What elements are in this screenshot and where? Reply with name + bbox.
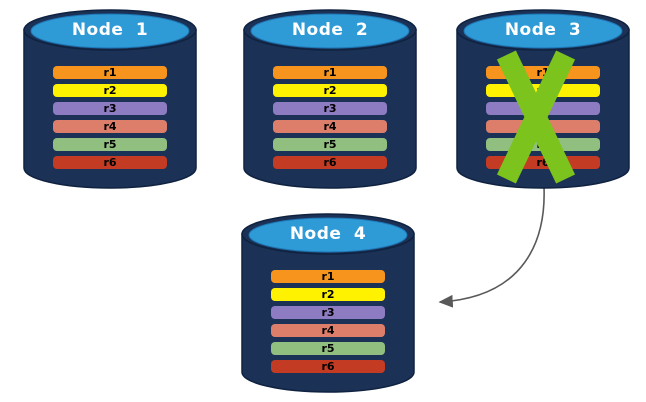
node-2: Node 2 r1 r2 r3 r4 r5 r6: [242, 8, 418, 190]
record-r5: r5: [273, 138, 387, 151]
record-r6: r6: [273, 156, 387, 169]
record-r6: r6: [53, 156, 167, 169]
failed-node-x-icon: [496, 50, 576, 184]
record-r4: r4: [271, 324, 385, 337]
record-r3: r3: [53, 102, 167, 115]
record-r4: r4: [53, 120, 167, 133]
record-r2: r2: [53, 84, 167, 97]
x-stroke: [496, 50, 576, 184]
record-r6: r6: [271, 360, 385, 373]
node-title: Node 1: [71, 20, 149, 40]
records-list: r1 r2 r3 r4 r5 r6: [271, 270, 385, 378]
record-r1: r1: [271, 270, 385, 283]
cylinder-top-face: [250, 13, 410, 49]
cylinder-top-face: [248, 217, 408, 253]
node-title: Node 3: [504, 20, 582, 40]
node-3: Node 3 r1 r2 r3 r4 r5 r6: [455, 8, 631, 190]
cylinder-top-face: [30, 13, 190, 49]
node-title: Node 2: [291, 20, 369, 40]
cylinder-top-face: [463, 13, 623, 49]
record-r1: r1: [273, 66, 387, 79]
record-r2: r2: [271, 288, 385, 301]
record-r5: r5: [271, 342, 385, 355]
arrow-curve: [438, 186, 545, 308]
node-1: Node 1 r1 r2 r3 r4 r5 r6: [22, 8, 198, 190]
record-r3: r3: [273, 102, 387, 115]
record-r3: r3: [271, 306, 385, 319]
records-list: r1 r2 r3 r4 r5 r6: [273, 66, 387, 174]
node-title: Node 4: [289, 224, 367, 244]
record-r4: r4: [273, 120, 387, 133]
record-r1: r1: [53, 66, 167, 79]
records-list: r1 r2 r3 r4 r5 r6: [53, 66, 167, 174]
record-r2: r2: [273, 84, 387, 97]
node-4: Node 4 r1 r2 r3 r4 r5 r6: [240, 212, 416, 394]
record-r5: r5: [53, 138, 167, 151]
